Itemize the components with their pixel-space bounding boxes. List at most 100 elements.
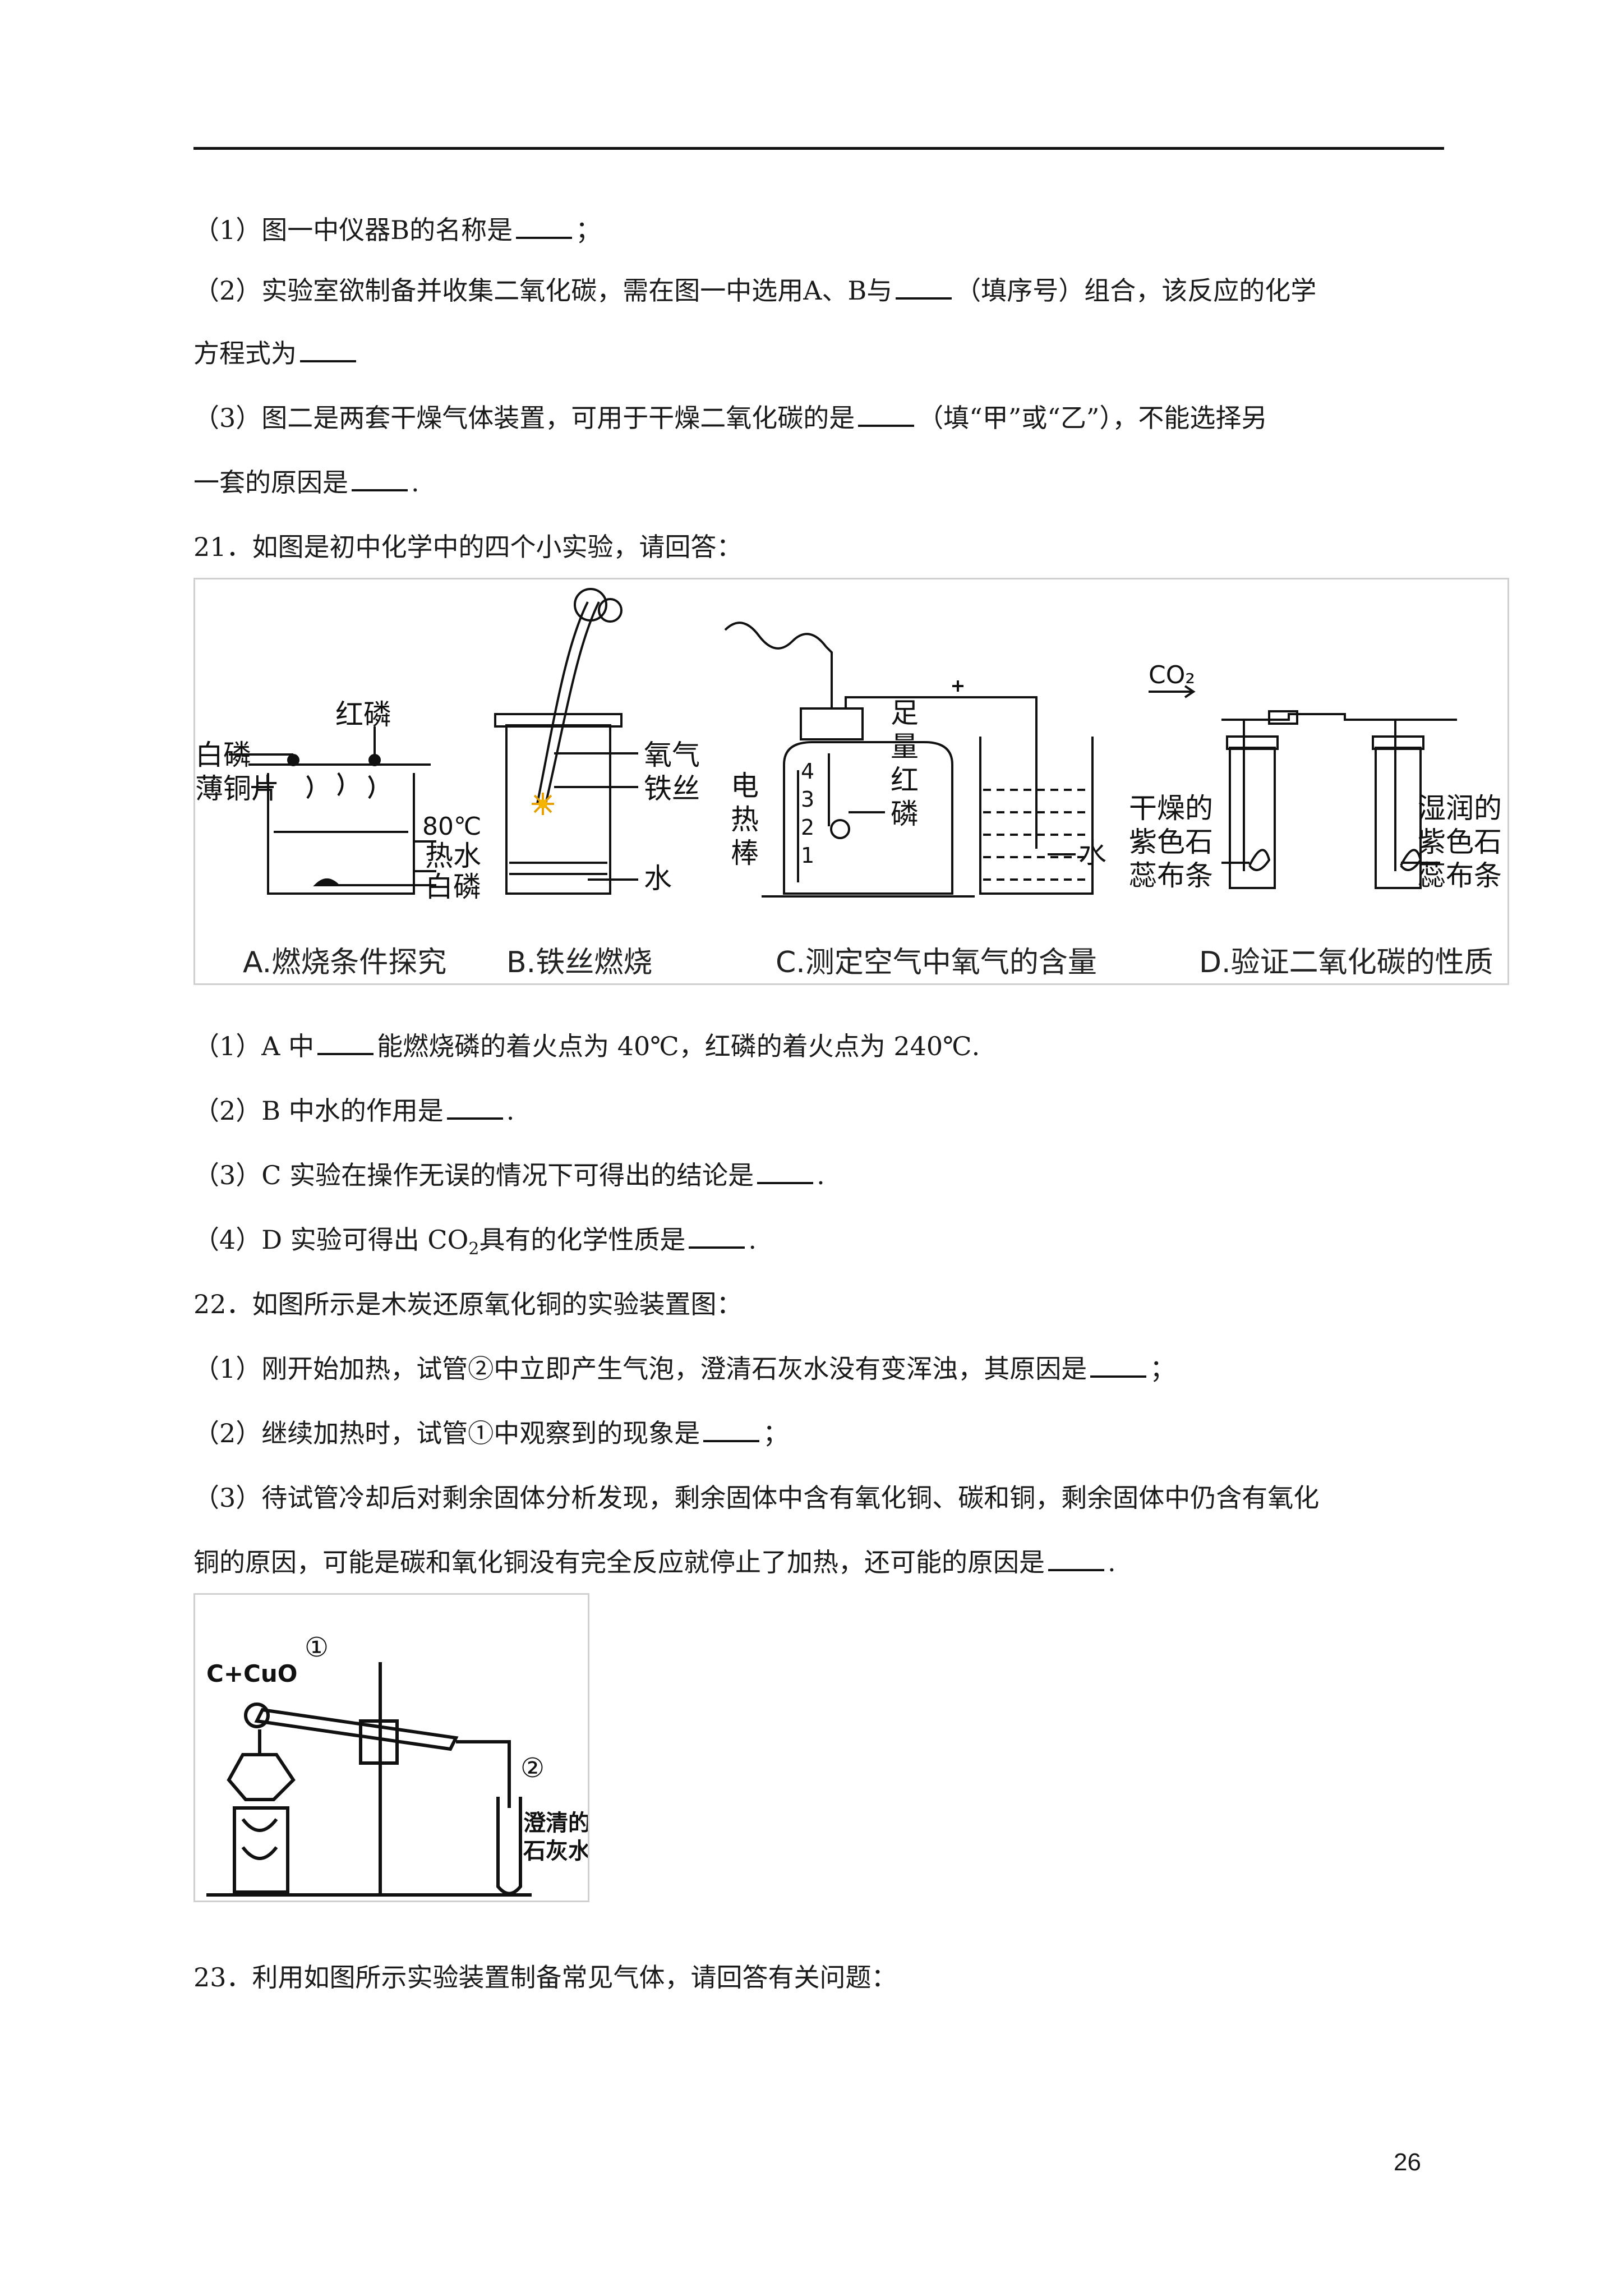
q20-part3-text: （3）图二是两套干燥气体装置，可用于干燥二氧化碳的是: [193, 403, 855, 433]
scale-2: 2: [801, 815, 814, 840]
answer-blank[interactable]: [757, 1159, 814, 1184]
iron-wire: [536, 601, 589, 804]
q21-part2-text: （2）B 中水的作用是: [193, 1096, 444, 1126]
q20-part2-tail: （填序号）组合，该反应的化学: [955, 275, 1317, 306]
q20-part3-cont: 一套的原因是.: [193, 466, 1444, 499]
answer-blank[interactable]: [703, 1418, 760, 1442]
scale-3: 3: [801, 787, 814, 812]
q20-part3-tail: （填“甲”或“乙”），不能选择另: [917, 403, 1267, 433]
q20-part1: （1）图一中仪器B的名称是 ；: [193, 213, 1444, 247]
connecting-tube: [845, 696, 1038, 849]
label-dry-1: 干燥的: [1129, 792, 1213, 825]
q21-stem: 21．如图是初中化学中的四个小实验，请回答：: [193, 532, 743, 562]
q23-stem: 23．利用如图所示实验装置制备常见气体，请回答有关问题：: [193, 1962, 897, 1993]
label-sufficient-1: 足: [891, 697, 919, 729]
label-rod-2: 热: [731, 803, 759, 836]
label-sufficient-2: 量: [891, 730, 919, 763]
answer-blank[interactable]: [1090, 1353, 1147, 1378]
answer-blank[interactable]: [352, 467, 408, 491]
scale-1: 1: [801, 843, 814, 868]
q22-part1: （1）刚开始加热，试管②中立即产生气泡，澄清石灰水没有变浑浊，其原因是 ；: [193, 1352, 1444, 1386]
answer-blank[interactable]: [896, 275, 952, 300]
q21-part4: （4）D 实验可得出 CO2具有的化学性质是.: [193, 1223, 1444, 1266]
white-phosphorus-top: [287, 754, 299, 766]
q22-figure: C+CuO ① ② 澄清的 石灰水: [193, 1593, 589, 1902]
answer-blank[interactable]: [516, 214, 573, 239]
beaker-c: [979, 737, 1094, 895]
flask-c: [783, 741, 953, 895]
answer-blank[interactable]: [300, 338, 356, 362]
label-wet-3: 蕊布条: [1418, 859, 1502, 892]
q22-part1-tail: ；: [1150, 1354, 1176, 1384]
label-rod-1: 电: [731, 770, 759, 802]
label-wet-1: 湿润的: [1418, 792, 1502, 825]
page-number: 26: [1394, 2148, 1421, 2176]
caption-c: C.测定空气中氧气的含量: [776, 946, 1097, 979]
q20-part2-text: （2）实验室欲制备并收集二氧化碳，需在图一中选用A、B与: [193, 275, 893, 306]
q22-part2-tail: ；: [763, 1418, 789, 1448]
q20-part3-cont-tail: .: [411, 467, 419, 498]
q21-part4-mid: 具有的化学性质是: [479, 1225, 686, 1255]
q22-part3-cont: 铜的原因，可能是碳和氧化铜没有完全反应就停止了加热，还可能的原因是.: [193, 1545, 1444, 1579]
label-wet-2: 紫色石: [1418, 826, 1502, 858]
caption-b: B.铁丝燃烧: [506, 946, 653, 979]
q20-part3: （3）图二是两套干燥气体装置，可用于干燥二氧化碳的是 （填“甲”或“乙”），不能选…: [193, 401, 1444, 435]
label-lime-2: 石灰水: [523, 1838, 588, 1864]
label-red-p: 红磷: [335, 698, 391, 731]
label-wire: 铁丝: [644, 772, 700, 805]
q21-part3-tail: .: [817, 1160, 825, 1190]
label-reactants: C+CuO: [206, 1660, 297, 1687]
q22-part3-cont-text: 铜的原因，可能是碳和氧化铜没有完全反应就停止了加热，还可能的原因是: [193, 1547, 1045, 1577]
q22-part3-cont-tail: .: [1108, 1547, 1116, 1577]
q20-part1-text: （1）图一中仪器B的名称是: [193, 215, 513, 245]
q22-part1-text: （1）刚开始加热，试管②中立即产生气泡，澄清石灰水没有变浑浊，其原因是: [193, 1354, 1087, 1384]
q20-part1-tail: ；: [575, 215, 602, 245]
q22-stem: 22．如图所示是木炭还原氧化铜的实验装置图：: [193, 1289, 743, 1319]
label-dry-3: 蕊布条: [1129, 859, 1213, 892]
label-white-p-top: 白磷: [195, 739, 251, 771]
beaker-a: [267, 773, 415, 895]
answer-blank[interactable]: [858, 402, 915, 427]
q20-part2: （2）实验室欲制备并收集二氧化碳，需在图一中选用A、B与 （填序号）组合，该反应的…: [193, 274, 1444, 307]
label-hot-water: 热水: [425, 840, 481, 872]
label-copper: 薄铜片: [195, 772, 279, 805]
q22-part2-text: （2）继续加热时，试管①中观察到的现象是: [193, 1418, 700, 1448]
q21-part2-tail: .: [506, 1096, 515, 1126]
caption-a: A.燃烧条件探究: [243, 946, 447, 979]
label-sufficient-4: 磷: [891, 798, 919, 830]
red-phosphorus: [368, 754, 381, 766]
q20-part3-cont-text: 一套的原因是: [193, 467, 348, 498]
q21-part4-text: （4）D 实验可得出 CO: [193, 1225, 469, 1255]
header-rule: [193, 147, 1444, 150]
q21-part1-tail: 能燃烧磷的着火点为 40℃，红磷的着火点为 240℃.: [377, 1031, 980, 1061]
label-co2: CO₂: [1149, 661, 1195, 689]
caption-d: D.验证二氧化碳的性质: [1199, 946, 1493, 979]
q21-part1-text: （1）A 中: [193, 1031, 315, 1061]
q22-figure-drawing: C+CuO ① ② 澄清的 石灰水: [206, 1632, 588, 1897]
co2-subscript: 2: [468, 1239, 479, 1259]
test-tube-2: [496, 1797, 522, 1895]
answer-blank[interactable]: [1048, 1547, 1104, 1571]
bottle-dry: [1229, 747, 1276, 889]
q22-part3: （3）待试管冷却后对剩余固体分析发现，剩余固体中含有氧化铜、碳和铜，剩余固体中仍…: [193, 1481, 1444, 1515]
q21-part4-tail: .: [748, 1225, 757, 1255]
q22-part3-text: （3）待试管冷却后对剩余固体分析发现，剩余固体中含有氧化铜、碳和铜，剩余固体中仍…: [193, 1483, 1320, 1513]
label-sufficient-3: 红: [891, 764, 919, 797]
label-water-b: 水: [644, 862, 672, 895]
q20-part2-cont-text: 方程式为: [193, 338, 297, 369]
q21-part3-text: （3）C 实验在操作无误的情况下可得出的结论是: [193, 1160, 754, 1190]
answer-blank[interactable]: [317, 1030, 374, 1055]
q22-part2: （2）继续加热时，试管①中观察到的现象是 ；: [193, 1416, 1444, 1450]
label-tube2: ②: [520, 1752, 545, 1784]
q21-part2: （2）B 中水的作用是.: [193, 1094, 1444, 1128]
label-temp: 80℃: [422, 812, 481, 841]
scale-4: 4: [801, 759, 814, 784]
q21-figure: 红磷 白磷 薄铜片 80℃ 热水 白磷 氧气 铁丝 水 电 热 棒 4 3 2 …: [193, 578, 1509, 985]
label-lime-1: 澄清的: [523, 1810, 588, 1836]
q21-figure-drawing: 红磷 白磷 薄铜片 80℃ 热水 白磷 氧气 铁丝 水 电 热 棒 4 3 2 …: [195, 588, 1502, 903]
answer-blank[interactable]: [446, 1095, 503, 1120]
answer-blank[interactable]: [689, 1224, 745, 1249]
q21-part3: （3）C 实验在操作无误的情况下可得出的结论是.: [193, 1158, 1444, 1192]
label-dry-2: 紫色石: [1129, 826, 1213, 858]
label-rod-3: 棒: [731, 837, 759, 869]
